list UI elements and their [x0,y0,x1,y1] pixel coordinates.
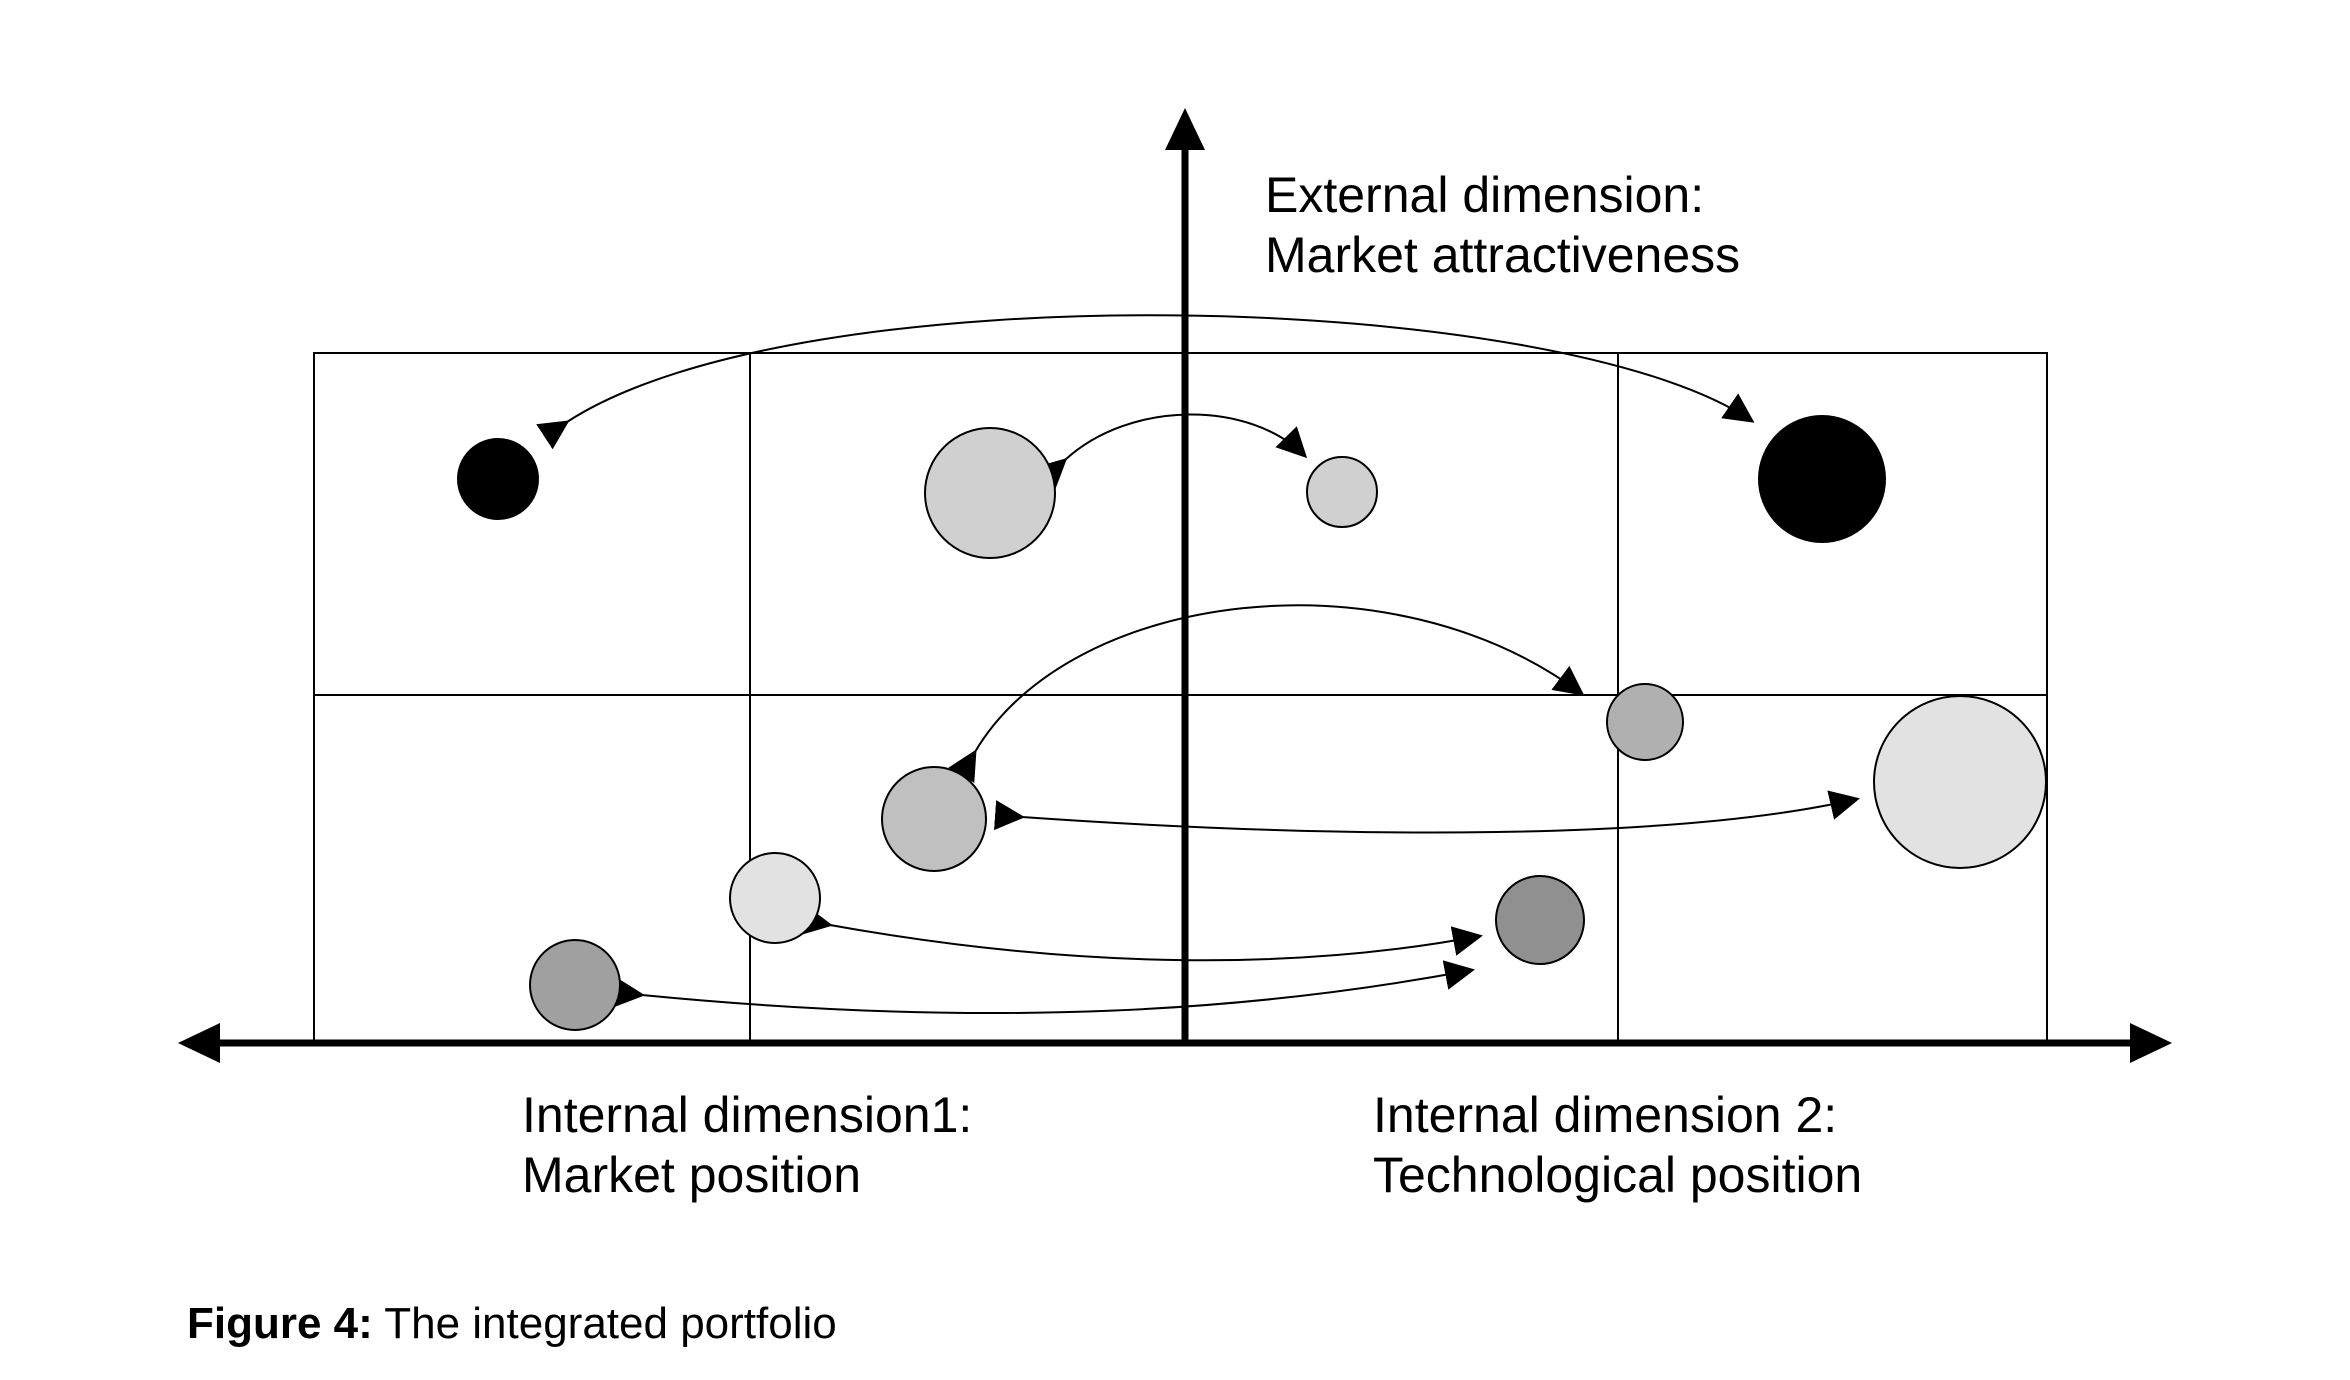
arrow-middle-arch [948,604,1585,783]
arrow-bottom [613,960,1475,1015]
arrow-lower [800,905,1483,962]
internal-dimension-2-subtitle: Technological position [1373,1147,1863,1203]
connection-arrows [536,314,1860,1015]
internal-dimension-1-label: Internal dimension1: Market position [522,1085,972,1205]
figure-caption-label: Figure 4: [187,1299,373,1348]
internal-dimension-2-label: Internal dimension 2: Technological posi… [1373,1085,1862,1205]
bubble-top-left-black [457,438,539,520]
vertical-axis-up-arrow [1165,108,1205,150]
bubble-top-center-large [924,427,1056,559]
arrow-middle-long [994,790,1860,834]
bubble-bottom-left [529,939,621,1031]
horizontal-axis-left-arrow [178,1023,220,1063]
axes [178,108,2172,1063]
portfolio-bubbles [457,415,2047,1031]
bubble-right-large [1873,695,2047,869]
bubble-lower-right-dark [1495,875,1585,965]
bubble-middle-right-small [1606,683,1684,761]
bubble-center-medium [881,766,987,872]
internal-dimension-1-title: Internal dimension1: [522,1087,973,1143]
horizontal-axis-right-arrow [2130,1023,2172,1063]
bubble-lower-left-light [729,852,821,944]
arrow-top-short [1034,413,1308,490]
external-dimension-subtitle: Market attractiveness [1265,227,1741,283]
figure-caption-text: The integrated portfolio [372,1299,837,1348]
bubble-top-center-small [1306,456,1378,528]
arrow-top-wide [536,314,1755,450]
bubble-top-right-black [1758,415,1886,543]
external-dimension-title: External dimension: [1265,167,1705,223]
internal-dimension-2-title: Internal dimension 2: [1373,1087,1838,1143]
internal-dimension-1-subtitle: Market position [522,1147,862,1203]
external-dimension-label: External dimension: Market attractivenes… [1265,165,1740,285]
figure-caption: Figure 4: The integrated portfolio [187,1298,837,1350]
